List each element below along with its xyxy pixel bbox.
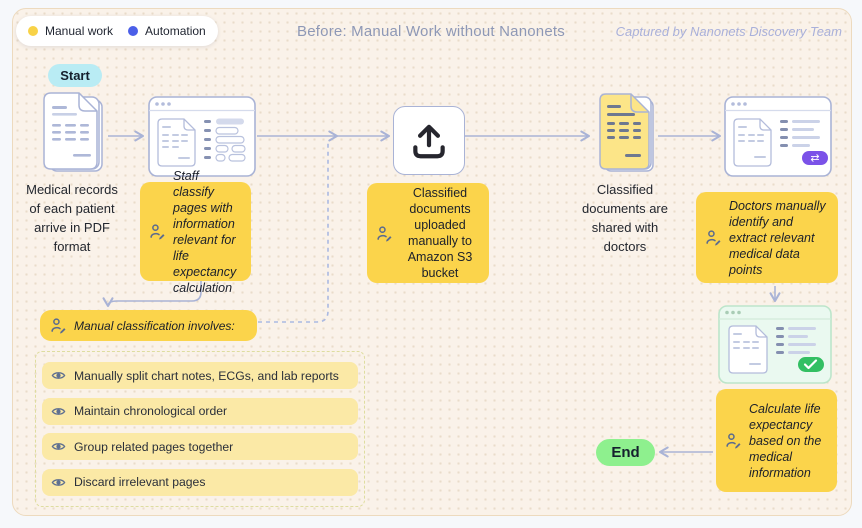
doctors-extract-note[interactable]: Doctors manually identify and extract re… xyxy=(696,192,838,283)
verified-browser-icon xyxy=(718,305,832,384)
upload-node[interactable] xyxy=(393,106,465,175)
upload-s3-text: Classified documents uploaded manually t… xyxy=(407,186,473,280)
upload-icon xyxy=(413,124,445,158)
calculate-note[interactable]: Calculate life expectancy based on the m… xyxy=(716,389,837,492)
doctors-extract-node[interactable]: ⇄ xyxy=(724,96,832,182)
browser-window-icon xyxy=(148,96,256,177)
classified-docs-node[interactable] xyxy=(593,92,657,181)
person-edit-icon xyxy=(706,230,721,246)
watermark-text: Captured by Nanonets Discovery Team xyxy=(615,24,842,39)
legend-chip: Manual work Automation xyxy=(16,16,218,46)
person-edit-icon xyxy=(51,318,66,334)
end-node[interactable]: End xyxy=(596,439,655,466)
calculated-result-node[interactable] xyxy=(718,305,832,389)
medical-records-node[interactable] xyxy=(38,91,108,180)
person-edit-icon xyxy=(150,224,165,240)
legend-automation-label: Automation xyxy=(145,24,206,38)
doctors-extract-text: Doctors manually identify and extract re… xyxy=(729,198,826,277)
classify-pages-node[interactable] xyxy=(148,96,256,182)
svg-text:⇄: ⇄ xyxy=(810,152,819,165)
eye-icon xyxy=(51,372,66,379)
checklist-item[interactable]: Discard irrelevant pages xyxy=(42,468,358,496)
legend-manual-label: Manual work xyxy=(45,24,114,38)
checklist-item[interactable]: Maintain chronological order xyxy=(42,397,358,425)
document-stack-icon xyxy=(43,92,103,172)
medical-records-label: Medical records of each patient arrive i… xyxy=(26,182,118,254)
staff-classify-text: Staff classify pages with information re… xyxy=(173,168,237,295)
extraction-browser-icon: ⇄ xyxy=(724,96,832,177)
checklist-item[interactable]: Manually split chart notes, ECGs, and la… xyxy=(42,362,358,389)
eye-icon xyxy=(51,479,66,486)
person-edit-icon xyxy=(377,225,392,242)
checklist-item-text: Group related pages together xyxy=(74,439,234,454)
calculate-text: Calculate life expectancy based on the m… xyxy=(749,401,822,480)
checklist-item-text: Maintain chronological order xyxy=(74,404,228,419)
transfer-button-icon xyxy=(802,151,828,165)
classified-document-stack-icon xyxy=(599,93,654,172)
staff-classify-note[interactable]: Staff classify pages with information re… xyxy=(140,169,251,295)
page-title: Before: Manual Work without Nanonets xyxy=(297,23,565,40)
classified-docs-label: Classified documents are shared with doc… xyxy=(582,182,668,254)
classification-header-text: Manual classification involves: xyxy=(74,318,235,333)
start-node[interactable]: Start xyxy=(48,64,102,87)
checklist-item[interactable]: Group related pages together xyxy=(42,433,358,461)
eye-icon xyxy=(51,443,66,451)
checklist-item-text: Discard irrelevant pages xyxy=(74,475,206,490)
upload-s3-note[interactable]: Classified documents uploaded manually t… xyxy=(367,183,489,283)
classification-checklist: Manually split chart notes, ECGs, and la… xyxy=(35,351,365,507)
person-edit-icon xyxy=(726,433,741,449)
classification-header-note[interactable]: Manual classification involves: xyxy=(40,310,257,341)
manual-work-dot xyxy=(28,26,38,36)
checklist-item-text: Manually split chart notes, ECGs, and la… xyxy=(74,368,339,383)
eye-icon xyxy=(51,407,66,415)
automation-dot xyxy=(128,26,139,36)
